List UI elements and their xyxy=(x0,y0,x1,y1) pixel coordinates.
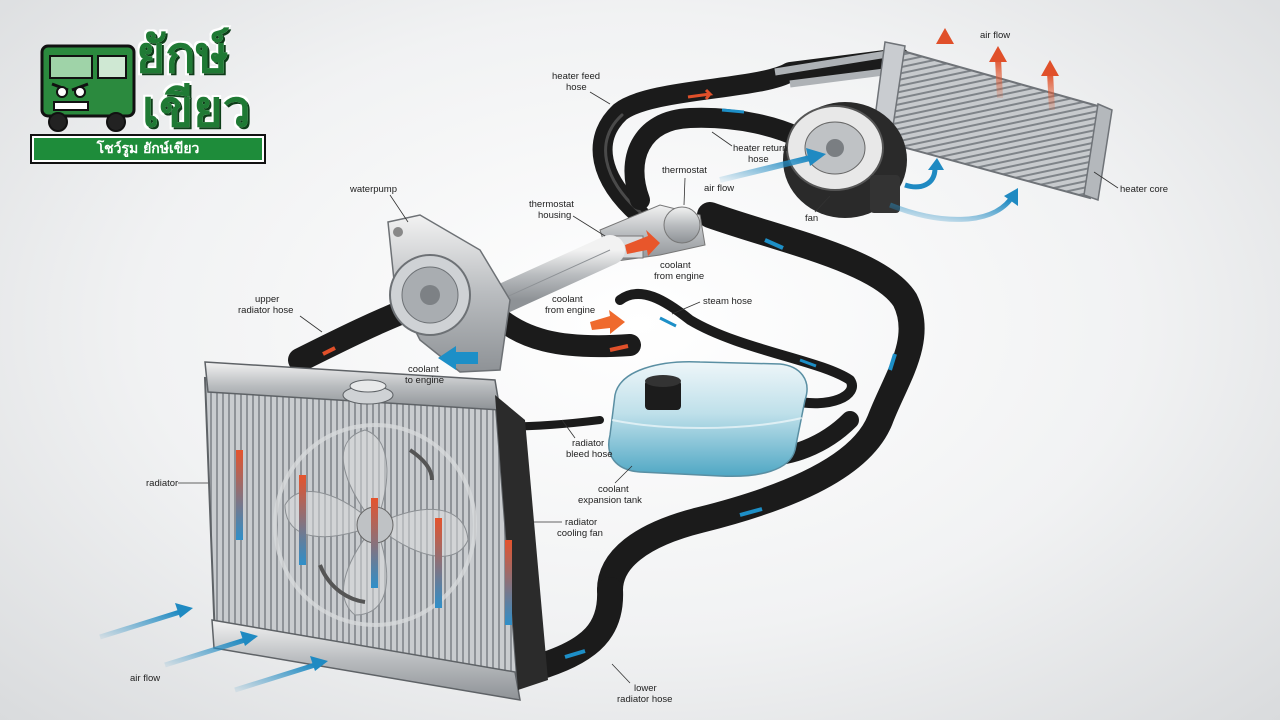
engine-pipe xyxy=(485,235,625,315)
svg-text:air flow: air flow xyxy=(130,673,160,684)
coolant-from-engine-arrows xyxy=(590,230,660,334)
coolant-to-engine-arrow xyxy=(438,346,478,370)
heater-return-hose xyxy=(624,107,810,210)
svg-text:air flow: air flow xyxy=(704,183,734,194)
svg-text:cooling fan: cooling fan xyxy=(557,528,603,539)
svg-text:from engine: from engine xyxy=(545,305,595,316)
label-lower-radiator-hose: lower radiator hose xyxy=(611,663,672,705)
coolant-expansion-tank xyxy=(608,361,808,478)
heater-core xyxy=(871,41,1113,202)
svg-text:hose: hose xyxy=(566,82,587,93)
intake-air-flow-arrows xyxy=(99,603,328,693)
svg-text:steam hose: steam hose xyxy=(703,296,752,307)
label-radiator-bleed-hose: radiator bleed hose xyxy=(561,419,612,460)
water-pump xyxy=(387,214,511,373)
svg-text:from engine: from engine xyxy=(654,271,704,282)
svg-text:thermostat: thermostat xyxy=(529,199,574,210)
svg-text:coolant: coolant xyxy=(552,294,583,305)
svg-text:thermostat: thermostat xyxy=(662,165,707,176)
lower-radiator-hose xyxy=(532,577,624,678)
svg-text:to engine: to engine xyxy=(405,375,444,386)
label-upper-radiator-hose: upper radiator hose xyxy=(238,294,323,333)
truck-mascot-icon xyxy=(40,44,136,132)
svg-text:coolant: coolant xyxy=(408,364,439,375)
hot-air-flow-arrows xyxy=(936,28,1059,111)
heater-air-flow-arrows xyxy=(719,148,1018,222)
svg-text:bleed hose: bleed hose xyxy=(566,449,612,460)
label-coolant-from-engine-left: coolant from engine xyxy=(545,294,595,316)
engine-to-radiator-return-hose xyxy=(597,202,925,603)
label-air-flow-bottom: air flow xyxy=(130,673,160,684)
label-waterpump: waterpump xyxy=(349,184,409,223)
svg-text:lower: lower xyxy=(634,683,657,694)
svg-text:waterpump: waterpump xyxy=(349,184,397,195)
label-coolant-to-engine: coolant to engine xyxy=(405,364,444,386)
svg-text:heater return: heater return xyxy=(733,143,787,154)
logo-title-line2: เขียว xyxy=(142,80,251,138)
label-coolant-expansion-tank: coolant expansion tank xyxy=(578,465,642,506)
label-air-flow-fan: air flow xyxy=(704,183,734,194)
svg-text:radiator hose: radiator hose xyxy=(238,305,293,316)
label-heater-return-hose: heater return hose xyxy=(711,131,787,165)
logo-title-line1: ยักษ์ xyxy=(136,26,229,84)
heater-feed-hose xyxy=(592,48,910,225)
svg-text:radiator: radiator xyxy=(565,517,597,528)
svg-text:coolant: coolant xyxy=(660,260,691,271)
steam-hose xyxy=(615,288,857,409)
radiator-temperature-arrows xyxy=(236,450,512,625)
svg-text:expansion tank: expansion tank xyxy=(578,495,642,506)
label-radiator-cooling-fan: radiator cooling fan xyxy=(530,517,603,539)
svg-text:housing: housing xyxy=(538,210,571,221)
svg-text:air flow: air flow xyxy=(980,30,1010,41)
logo-subtitle: โชว์รูม ยักษ์เขียว xyxy=(32,136,264,162)
svg-text:heater core: heater core xyxy=(1120,184,1168,195)
brand-logo: ยักษ์ เขียว โชว์รูม ยักษ์เขียว xyxy=(24,22,270,162)
label-heater-feed-hose: heater feed hose xyxy=(552,71,611,105)
label-thermostat-housing: thermostat housing xyxy=(529,199,606,237)
label-heater-core: heater core xyxy=(1093,171,1168,195)
svg-text:heater feed: heater feed xyxy=(552,71,600,82)
svg-text:radiator: radiator xyxy=(572,438,604,449)
svg-text:hose: hose xyxy=(748,154,769,165)
label-steam-hose: steam hose xyxy=(671,296,752,315)
svg-text:fan: fan xyxy=(805,213,818,224)
svg-text:coolant: coolant xyxy=(598,484,629,495)
label-thermostat: thermostat xyxy=(662,165,707,206)
label-radiator: radiator xyxy=(146,478,208,489)
svg-text:radiator: radiator xyxy=(146,478,178,489)
label-air-flow-top: air flow xyxy=(980,30,1010,41)
label-fan: fan xyxy=(805,195,831,224)
heater-blower-fan xyxy=(783,102,907,218)
svg-text:upper: upper xyxy=(255,294,279,305)
label-coolant-from-engine-right: coolant from engine xyxy=(654,260,704,282)
svg-text:radiator hose: radiator hose xyxy=(617,694,672,705)
